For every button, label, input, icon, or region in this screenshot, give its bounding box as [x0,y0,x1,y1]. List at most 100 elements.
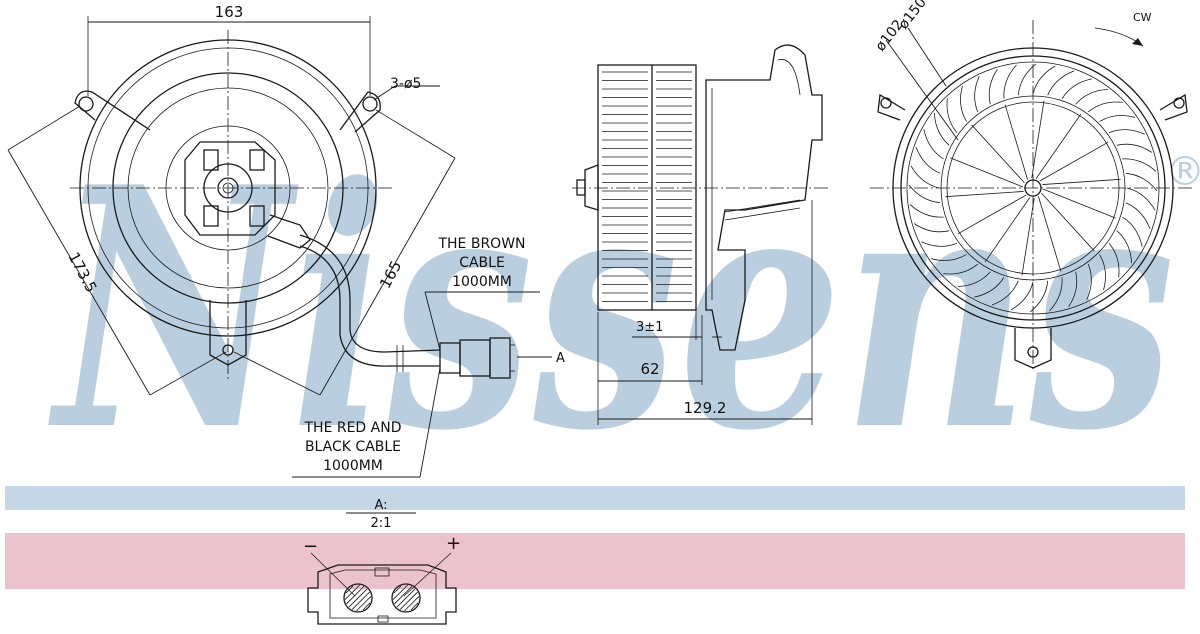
vane [910,165,940,189]
terminal-hatch-plus [392,584,420,612]
spoke [984,197,1031,263]
dim-gap: 3±1 [636,320,663,335]
spoke [945,191,1024,198]
vane [1122,216,1143,247]
detail-scale: 2:1 [371,516,392,531]
dim-overall-129-2: 129.2 [684,399,727,417]
brown-cable-line-2: CABLE [459,255,505,271]
vane [1126,187,1156,211]
spoke [1042,178,1121,185]
impeller-spokes [945,100,1121,276]
vane [1086,263,1092,300]
vane [974,277,1005,298]
vane [974,76,980,113]
terminal-plus: + [446,533,461,554]
vane [930,254,967,261]
spoke [1042,188,1116,219]
impeller-vanes [908,63,1158,313]
vane [1108,242,1120,278]
vane [914,223,950,233]
vane [1049,277,1063,312]
vane [909,204,944,218]
connector-ref-a: A [556,351,565,366]
rotation-label: CW [1133,11,1152,24]
vane [960,85,967,122]
terminal-minus: − [303,536,318,557]
dim-holes: 3-ø5 [390,76,421,92]
hatch-line [356,596,372,612]
side-view [572,44,830,351]
side-dimensions: 3±1 62 129.2 [597,200,813,425]
brown-cable-line-1: THE BROWN [437,236,525,252]
hatch-line [399,591,418,610]
vane [957,271,991,288]
vane [1116,143,1152,153]
hatch-line [344,584,360,600]
spoke [1004,104,1028,180]
vane [1061,78,1092,99]
spoke [1039,141,1109,182]
terminal-hatch-minus [344,584,372,612]
red-black-cable-line-2: BLACK CABLE [305,439,401,455]
dim-width: 163 [215,3,244,21]
vane [1029,280,1049,313]
vane [946,98,958,134]
vane [1017,63,1037,96]
vane [991,280,1019,306]
hatch-line [394,586,413,605]
vane [1010,281,1034,311]
spoke [950,157,1024,188]
vane [1047,70,1075,96]
watermark: Nissens ® [47,115,1200,503]
vane [1068,271,1078,307]
spoke [1041,192,1095,252]
hatch-line [404,596,420,612]
hatch-line [392,584,408,600]
pink-band [5,533,1185,589]
vane [915,146,941,174]
cable-callouts: THE BROWN CABLE 1000MM THE RED AND BLACK… [292,236,565,478]
spoke [1038,196,1062,272]
hatch-line [410,602,419,611]
red-black-cable-line-3: 1000MM [323,458,383,474]
connector-detail-a: A: 2:1 − + [303,498,461,625]
red-black-cable-line-1: THE RED AND [303,420,401,436]
vane [908,184,941,204]
vane [921,241,958,247]
vane [1003,64,1017,99]
front-view [70,30,515,380]
registered-mark: ® [1165,149,1200,195]
blue-band [5,486,1185,510]
hatch-line [346,586,365,605]
vane [933,112,950,146]
vane [1116,230,1133,264]
impeller-blades [602,71,692,302]
vane [1087,101,1123,113]
hatch-line [393,585,402,594]
vane [923,129,944,160]
vane [1122,158,1157,172]
spoke [1035,113,1082,179]
watermark-text: Nissens [47,115,1175,503]
hatch-line [396,588,416,608]
vane [1125,202,1151,230]
vane [1075,88,1109,105]
hatch-line [362,602,371,611]
vane [988,69,998,105]
vane [1099,115,1136,122]
spoke [1031,100,1045,179]
spoke [1021,197,1035,276]
hatch-line [351,591,370,610]
vane [943,263,979,275]
hatch-line [345,585,354,594]
hatch-line [348,588,368,608]
spoke [957,194,1027,235]
brown-cable-line-3: 1000MM [452,274,512,290]
vane [1032,65,1056,95]
detail-title: A: [374,498,387,513]
vane [1108,129,1145,135]
dim-depth-62: 62 [640,360,659,378]
spoke [971,124,1025,184]
vane [1125,172,1158,192]
